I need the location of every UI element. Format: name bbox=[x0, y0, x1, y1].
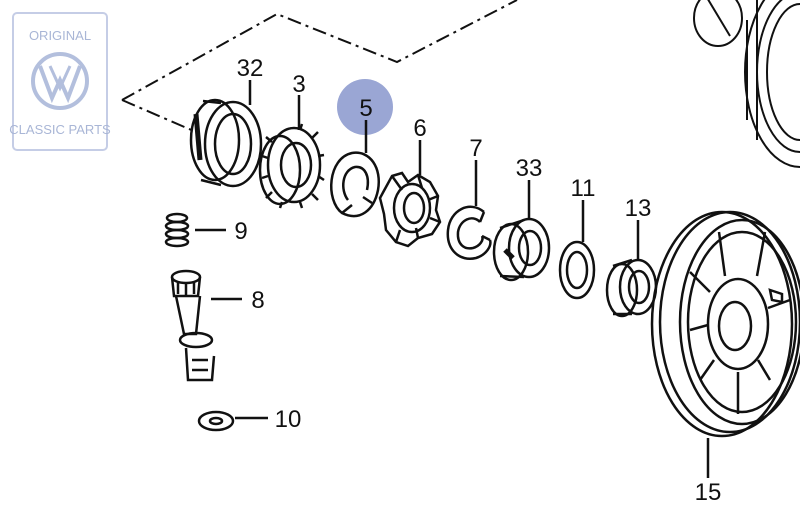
label-part-10: 10 bbox=[275, 406, 302, 433]
part-labels: 32 3 5 6 7 33 11 13 9 8 10 15 bbox=[234, 55, 721, 506]
part-13-seal bbox=[605, 258, 658, 318]
label-part-15: 15 bbox=[695, 479, 722, 506]
part-33-bearing bbox=[492, 217, 551, 282]
label-part-7: 7 bbox=[469, 135, 482, 162]
label-part-5: 5 bbox=[359, 95, 372, 122]
logo-text-top: ORIGINAL bbox=[29, 28, 91, 43]
label-part-13: 13 bbox=[625, 195, 652, 222]
label-part-8: 8 bbox=[251, 287, 264, 314]
label-part-3: 3 bbox=[292, 71, 305, 98]
housing-top-right bbox=[693, 0, 800, 168]
label-part-9: 9 bbox=[234, 218, 247, 245]
part-8-sender bbox=[170, 269, 216, 382]
label-part-32: 32 bbox=[237, 55, 264, 82]
vw-classic-parts-logo: ORIGINAL CLASSIC PARTS bbox=[9, 12, 111, 151]
part-10-washer bbox=[197, 410, 235, 432]
label-part-33: 33 bbox=[516, 155, 543, 182]
label-part-6: 6 bbox=[413, 115, 426, 142]
leader-lines bbox=[195, 80, 710, 478]
logo-text-bottom: CLASSIC PARTS bbox=[9, 122, 111, 137]
highlight-marker bbox=[337, 79, 393, 135]
part-6-lobed-nut bbox=[378, 171, 442, 248]
part-32-ring bbox=[189, 98, 263, 188]
part-15-pulley bbox=[650, 210, 800, 438]
assembly-boundary-line bbox=[121, 0, 518, 133]
label-part-11: 11 bbox=[571, 175, 596, 202]
part-11-washer bbox=[558, 240, 596, 300]
part-7-snap-ring bbox=[446, 205, 492, 261]
part-5-split-bushing bbox=[330, 151, 381, 218]
part-3-gear bbox=[258, 123, 325, 209]
part-9-spring bbox=[164, 212, 190, 248]
